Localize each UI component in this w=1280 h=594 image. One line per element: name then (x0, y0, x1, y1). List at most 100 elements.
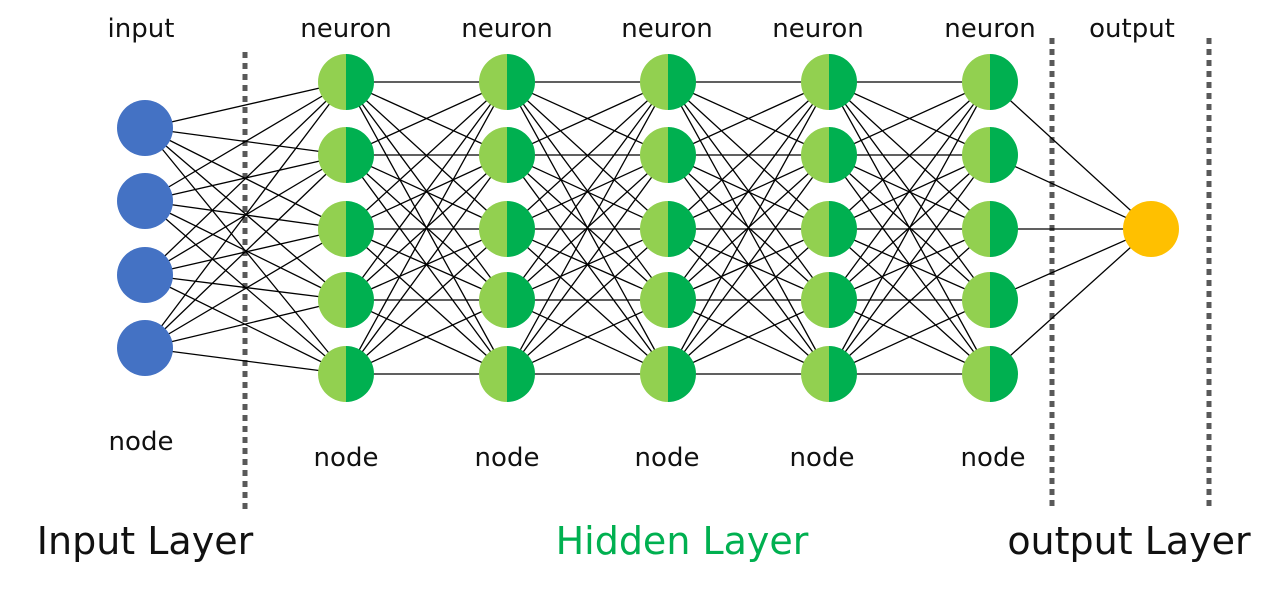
edge-hidden-hidden (828, 81, 991, 375)
hidden-node-right-half (668, 127, 696, 183)
edge-hidden-hidden (506, 81, 669, 301)
input-layer-title: Input Layer (36, 519, 254, 563)
input-top-label: input (107, 14, 175, 44)
hidden-node-right-half (346, 127, 374, 183)
hidden-node-L5-2 (962, 127, 1018, 183)
hidden-node-right-half (990, 272, 1018, 328)
hidden-node-right-half (990, 127, 1018, 183)
hidden-node-left-half (479, 54, 507, 110)
edge-input-hidden (144, 81, 347, 349)
hidden-node-L4-3 (801, 201, 857, 257)
edge-hidden-hidden (345, 154, 508, 375)
edge-hidden-hidden (667, 81, 830, 375)
edge-hidden-hidden (828, 81, 991, 230)
hidden-node-left-half (962, 127, 990, 183)
edge-hidden-hidden (506, 81, 669, 156)
hidden-node-right-half (507, 272, 535, 328)
input-node-4 (117, 320, 173, 376)
hidden-bottom-label-2: node (474, 443, 540, 473)
hidden-node-left-half (479, 346, 507, 402)
hidden-node-right-half (668, 54, 696, 110)
hidden-node-left-half (640, 346, 668, 402)
hidden-node-L1-4 (318, 272, 374, 328)
hidden-node-L5-3 (962, 201, 1018, 257)
hidden-node-L5-5 (962, 346, 1018, 402)
edge-hidden-hidden (345, 228, 508, 375)
hidden-top-label-3: neuron (621, 14, 713, 44)
hidden-node-left-half (962, 346, 990, 402)
edge-hidden-hidden (345, 81, 508, 230)
edge-hidden-output (989, 81, 1152, 230)
hidden-node-left-half (801, 201, 829, 257)
hidden-node-right-half (990, 346, 1018, 402)
hidden-node-left-half (318, 201, 346, 257)
hidden-node-left-half (318, 127, 346, 183)
hidden-node-L5-1 (962, 54, 1018, 110)
hidden-node-L2-5 (479, 346, 535, 402)
edge-hidden-hidden (667, 81, 830, 230)
hidden-node-L4-4 (801, 272, 857, 328)
hidden-node-L3-1 (640, 54, 696, 110)
hidden-node-L2-2 (479, 127, 535, 183)
hidden-node-L5-4 (962, 272, 1018, 328)
hidden-node-L3-5 (640, 346, 696, 402)
hidden-node-L2-3 (479, 201, 535, 257)
edge-input-hidden (144, 274, 347, 301)
hidden-node-L3-4 (640, 272, 696, 328)
hidden-node-right-half (829, 346, 857, 402)
output-top-label: output (1089, 14, 1175, 44)
edge-input-hidden (144, 81, 347, 202)
input-node-3 (117, 247, 173, 303)
hidden-node-right-half (507, 346, 535, 402)
edge-hidden-hidden (506, 81, 669, 230)
hidden-node-L2-4 (479, 272, 535, 328)
hidden-node-left-half (801, 54, 829, 110)
hidden-node-right-half (829, 272, 857, 328)
hidden-node-left-half (479, 127, 507, 183)
hidden-node-left-half (640, 272, 668, 328)
hidden-node-right-half (346, 272, 374, 328)
hidden-node-right-half (990, 201, 1018, 257)
hidden-node-left-half (640, 54, 668, 110)
edge-hidden-hidden (506, 228, 669, 375)
edge-hidden-hidden (667, 81, 830, 301)
edge-hidden-hidden (345, 299, 508, 375)
edge-hidden-hidden (667, 81, 830, 156)
input-bottom-label: node (108, 427, 174, 457)
hidden-node-right-half (507, 127, 535, 183)
hidden-node-right-half (990, 54, 1018, 110)
edge-hidden-hidden (828, 154, 991, 375)
hidden-node-left-half (640, 201, 668, 257)
edge-hidden-hidden (667, 154, 830, 375)
edge-hidden-output (989, 228, 1152, 375)
hidden-node-right-half (829, 201, 857, 257)
edge-hidden-output (989, 228, 1152, 301)
hidden-node-L1-5 (318, 346, 374, 402)
hidden-bottom-label-3: node (634, 443, 700, 473)
hidden-node-L2-1 (479, 54, 535, 110)
edge-hidden-hidden (345, 81, 508, 375)
hidden-bottom-label-1: node (313, 443, 379, 473)
hidden-node-left-half (962, 54, 990, 110)
hidden-node-right-half (668, 272, 696, 328)
edge-hidden-hidden (506, 154, 669, 375)
hidden-node-right-half (668, 201, 696, 257)
hidden-node-right-half (346, 54, 374, 110)
hidden-node-L3-2 (640, 127, 696, 183)
edge-hidden-hidden (345, 81, 508, 301)
output-node-1 (1123, 201, 1179, 257)
hidden-node-right-half (829, 127, 857, 183)
hidden-node-left-half (318, 54, 346, 110)
edge-input-hidden (144, 200, 347, 301)
edge-hidden-hidden (828, 81, 991, 156)
hidden-node-left-half (479, 201, 507, 257)
hidden-bottom-label-4: node (789, 443, 855, 473)
hidden-top-label-1: neuron (300, 14, 392, 44)
edge-hidden-hidden (667, 228, 830, 375)
hidden-node-left-half (962, 201, 990, 257)
edge-input-hidden (144, 299, 347, 349)
hidden-node-L1-1 (318, 54, 374, 110)
hidden-node-L1-3 (318, 201, 374, 257)
edge-hidden-hidden (506, 81, 669, 375)
